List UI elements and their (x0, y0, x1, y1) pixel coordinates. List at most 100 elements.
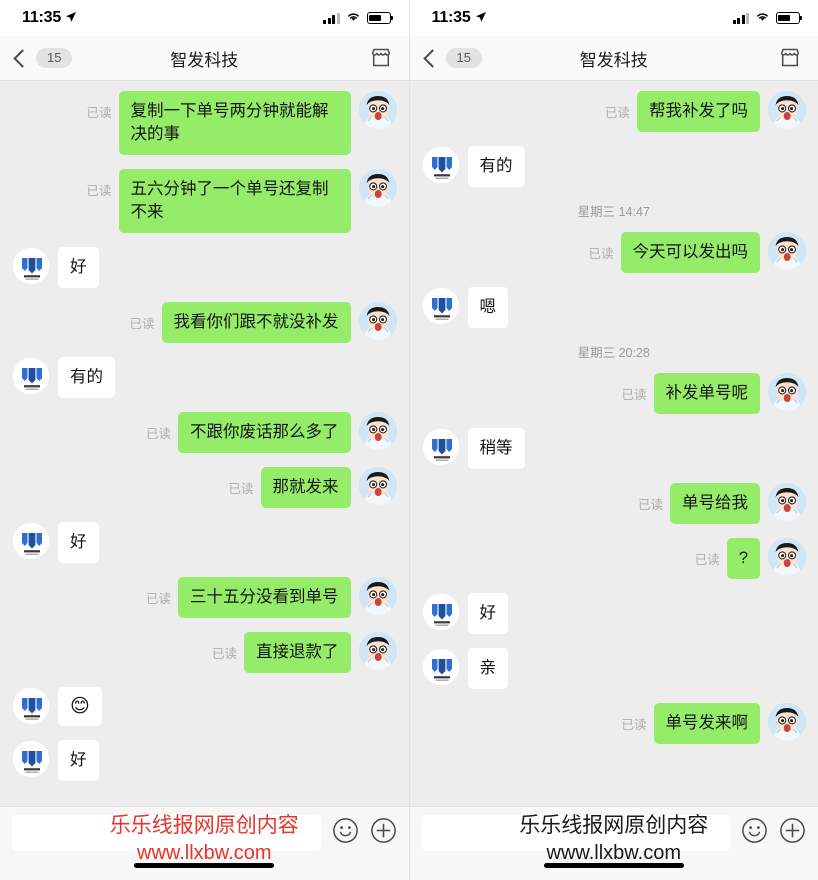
buyer-avatar[interactable] (358, 302, 397, 340)
read-receipt-label: 已读 (86, 106, 112, 120)
read-receipt-label: 已读 (621, 718, 647, 732)
read-receipt-label: 已读 (129, 317, 155, 331)
chat-message-row: 已读不跟你废话那么多了 (12, 412, 397, 453)
read-receipt-label: 已读 (228, 482, 254, 496)
outgoing-message-bubble[interactable]: 三十五分没看到单号 (178, 577, 351, 618)
shop-avatar[interactable] (421, 287, 460, 325)
read-receipt-label: 已读 (604, 106, 630, 120)
buyer-avatar[interactable] (358, 91, 397, 129)
outgoing-message-bubble[interactable]: 直接退款了 (244, 632, 351, 673)
buyer-avatar[interactable] (768, 232, 806, 270)
shop-avatar[interactable] (12, 357, 50, 395)
status-bar-time-group: 11:35 (432, 9, 487, 27)
chevron-left-icon (13, 48, 32, 68)
message-input-field[interactable] (421, 815, 730, 851)
outgoing-message-bubble[interactable]: 今天可以发出吗 (620, 232, 760, 273)
chat-message-row: 已读帮我补发了吗 (422, 91, 806, 132)
chat-message-row: 稍等 (421, 428, 807, 469)
buyer-avatar[interactable] (358, 467, 397, 505)
buyer-avatar[interactable] (358, 412, 397, 450)
plus-circle-icon[interactable] (370, 817, 397, 849)
incoming-message-bubble[interactable]: 亲 (467, 648, 508, 689)
chat-message-row: 已读今天可以发出吗 (422, 232, 806, 273)
chat-message-row: 已读复制一下单号两分钟就能解决的事 (12, 91, 397, 155)
outgoing-message-bubble[interactable]: 复制一下单号两分钟就能解决的事 (118, 91, 351, 155)
chat-message-row: 好 (421, 593, 807, 634)
chat-message-row: 已读单号发来啊 (422, 703, 806, 744)
read-receipt-label: 已读 (694, 553, 720, 567)
buyer-avatar[interactable] (768, 91, 806, 129)
buyer-avatar[interactable] (358, 577, 397, 615)
buyer-avatar[interactable] (768, 373, 806, 411)
plus-circle-icon[interactable] (779, 817, 806, 849)
incoming-message-bubble[interactable]: 好 (58, 247, 99, 288)
shop-avatar[interactable] (421, 146, 460, 184)
message-input-field[interactable] (12, 815, 321, 851)
incoming-message-bubble[interactable]: 稍等 (467, 428, 525, 469)
storefront-icon[interactable] (369, 47, 393, 69)
outgoing-message-bubble[interactable]: 单号给我 (670, 483, 760, 524)
status-bar-indicators (732, 9, 803, 27)
status-bar-indicators (323, 9, 393, 27)
chat-message-row: 已读三十五分没看到单号 (12, 577, 397, 618)
back-button[interactable]: 15 (13, 48, 73, 68)
message-timestamp: 星期三 14:47 (577, 205, 650, 219)
incoming-message-bubble[interactable]: 有的 (467, 146, 525, 187)
outgoing-message-bubble[interactable]: 五六分钟了一个单号还复制不来 (118, 169, 351, 233)
buyer-avatar[interactable] (768, 538, 806, 576)
shop-avatar[interactable] (421, 648, 460, 686)
incoming-message-bubble[interactable]: 嗯 (467, 287, 508, 328)
outgoing-message-bubble[interactable]: 补发单号呢 (653, 373, 760, 414)
incoming-message-bubble[interactable]: 好 (467, 593, 508, 634)
read-receipt-label: 已读 (145, 427, 171, 441)
message-timestamp: 星期三 20:28 (577, 346, 650, 360)
chat-message-row: 嗯 (421, 287, 807, 328)
chat-message-row: 好 (12, 247, 397, 288)
shop-avatar[interactable] (12, 740, 50, 778)
chat-message-list[interactable]: 已读复制一下单号两分钟就能解决的事已读五六分钟了一个单号还复制不来好已读我看你们… (0, 81, 409, 806)
buyer-avatar[interactable] (358, 632, 397, 670)
outgoing-message-bubble[interactable]: 帮我补发了吗 (637, 91, 760, 132)
outgoing-message-bubble[interactable]: 单号发来啊 (653, 703, 760, 744)
incoming-message-bubble[interactable]: 好 (58, 522, 99, 563)
chat-message-row: 已读五六分钟了一个单号还复制不来 (12, 169, 397, 233)
home-indicator (0, 859, 409, 880)
chat-message-row: 有的 (12, 357, 397, 398)
shop-avatar[interactable] (421, 593, 460, 631)
outgoing-message-bubble[interactable]: 那就发来 (260, 467, 351, 508)
home-indicator (409, 859, 818, 880)
outgoing-message-bubble[interactable]: ? (726, 538, 761, 579)
shop-avatar[interactable] (421, 428, 460, 466)
buyer-avatar[interactable] (768, 703, 806, 741)
incoming-message-bubble[interactable]: 好 (58, 740, 99, 781)
smiley-face-icon[interactable] (332, 817, 359, 849)
outgoing-message-bubble[interactable]: 不跟你废话那么多了 (178, 412, 351, 453)
battery-icon (366, 12, 393, 24)
shop-avatar[interactable] (12, 687, 50, 725)
chat-message-row: 好 (12, 522, 397, 563)
shop-avatar[interactable] (12, 522, 50, 560)
chat-message-row: 已读我看你们跟不就没补发 (12, 302, 397, 343)
status-bar-time-group: 11:35 (22, 9, 77, 27)
location-arrow-icon (475, 10, 487, 28)
cellular-signal-icon (323, 12, 340, 24)
smiley-face-icon[interactable] (741, 817, 768, 849)
unread-count-badge: 15 (36, 48, 73, 68)
read-receipt-label: 已读 (621, 388, 647, 402)
buyer-avatar[interactable] (768, 483, 806, 521)
buyer-avatar[interactable] (358, 169, 397, 207)
nav-bar: 15 智发科技 (0, 36, 409, 81)
message-input-bar (409, 806, 818, 859)
storefront-icon[interactable] (778, 47, 802, 69)
location-arrow-icon (65, 10, 77, 28)
incoming-message-bubble[interactable]: 有的 (58, 357, 115, 398)
cellular-signal-icon (732, 12, 749, 24)
shop-avatar[interactable] (12, 247, 50, 285)
outgoing-message-bubble[interactable]: 我看你们跟不就没补发 (161, 302, 351, 343)
chat-message-row: 😊 (12, 687, 397, 726)
incoming-message-bubble[interactable]: 😊 (58, 687, 102, 726)
back-button[interactable]: 15 (422, 48, 482, 68)
chevron-left-icon (422, 48, 442, 68)
